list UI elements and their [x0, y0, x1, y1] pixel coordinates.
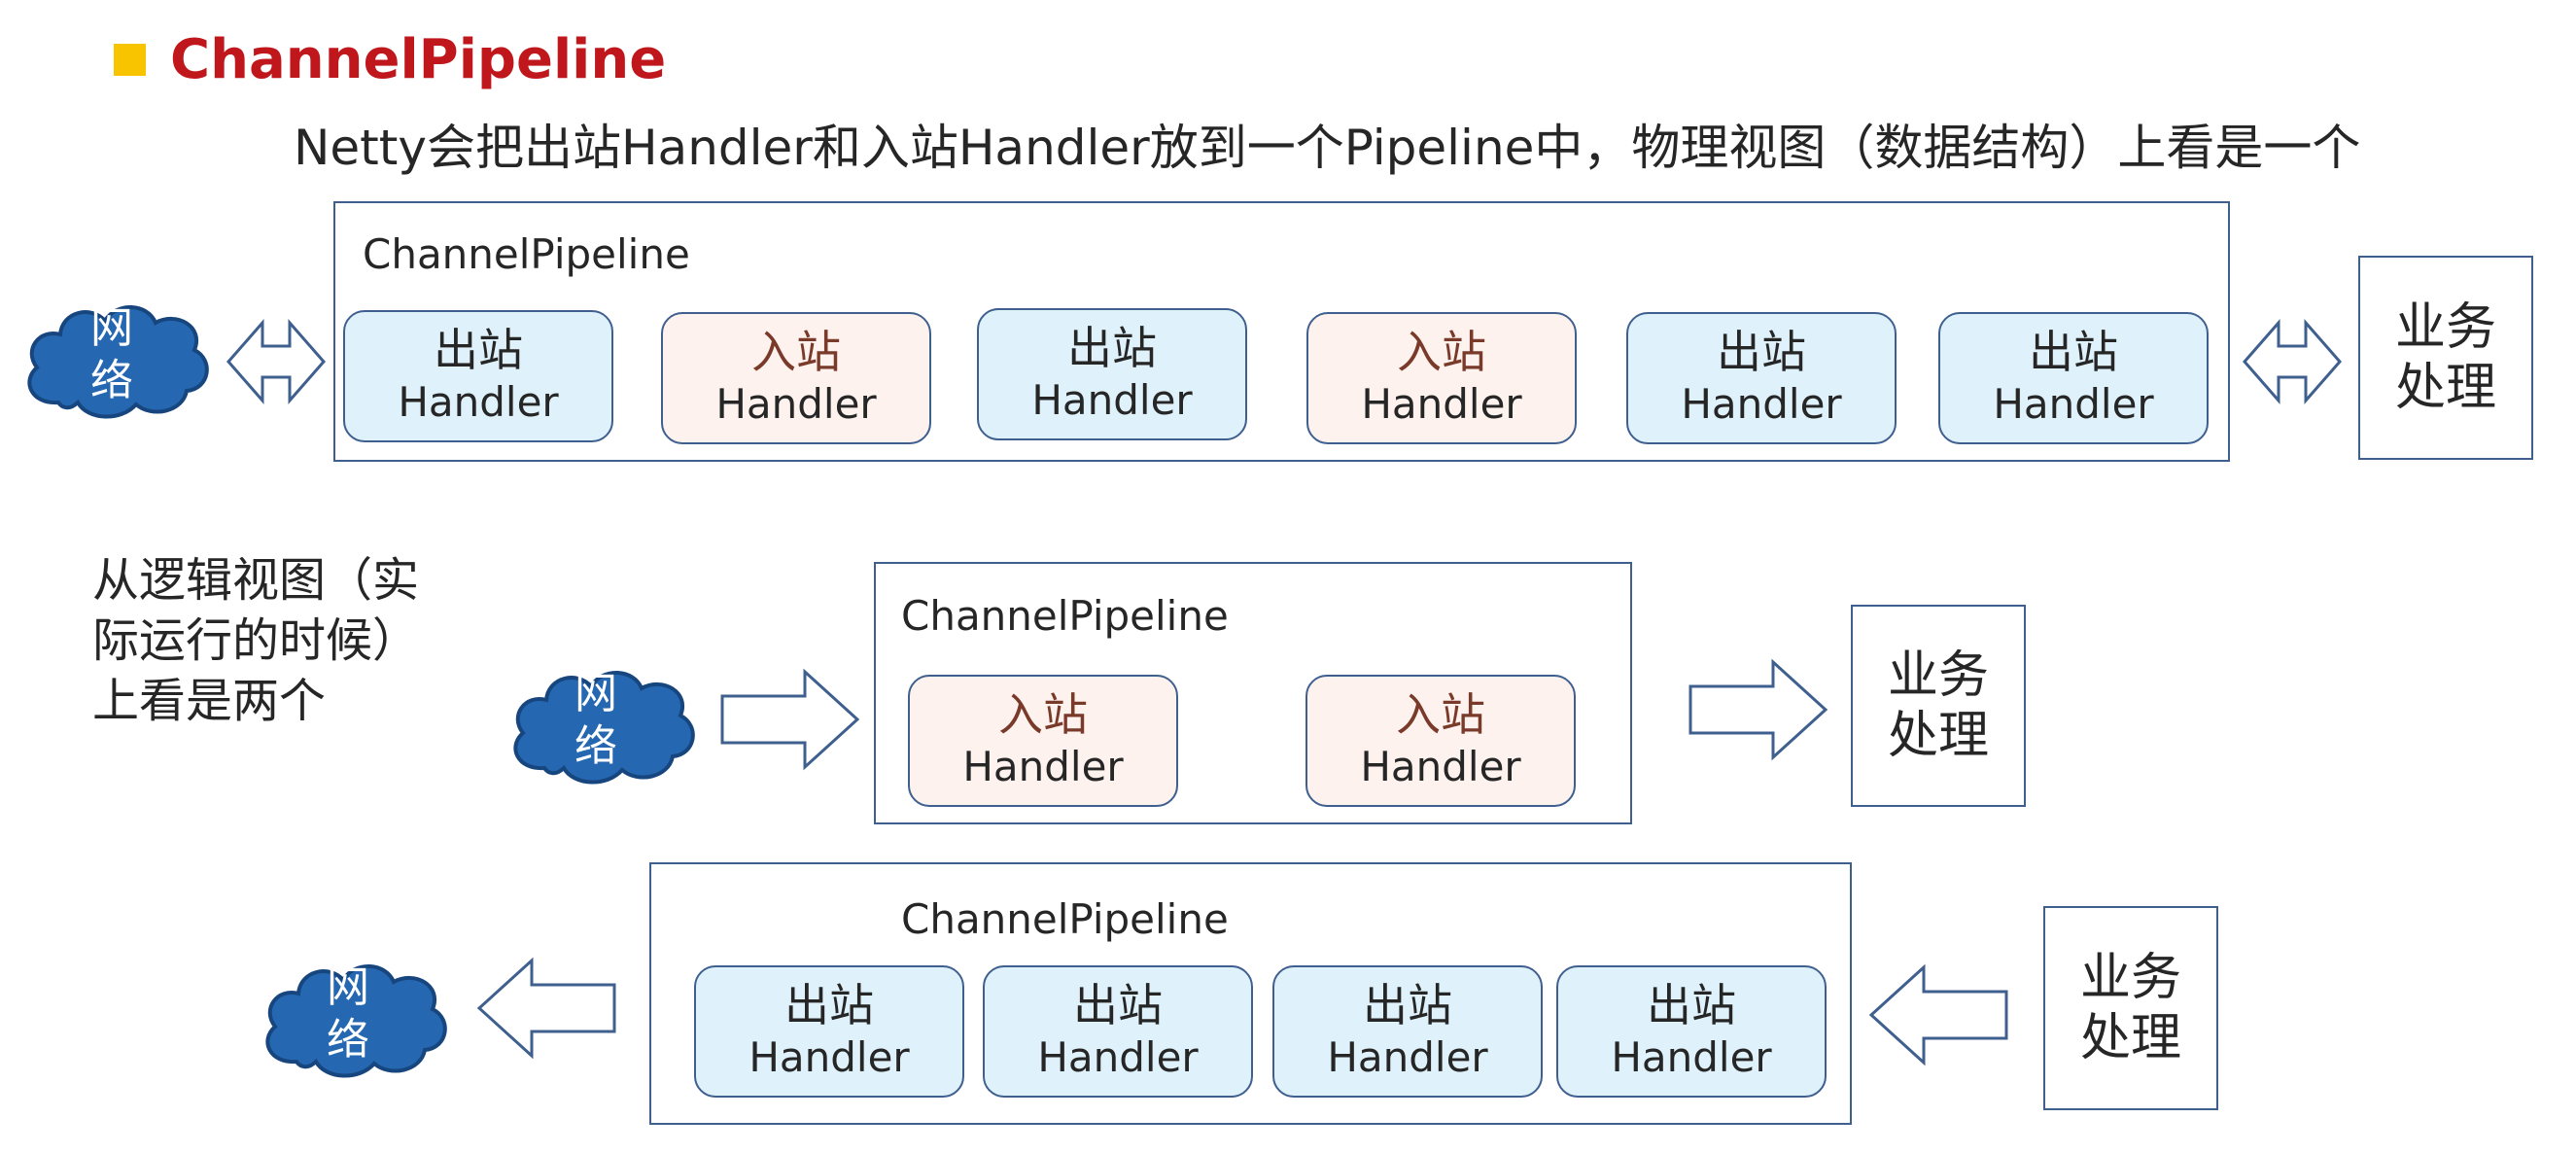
physical-handler-6: 出站 Handler	[1938, 312, 2209, 444]
handler-name-label: Handler	[962, 743, 1124, 790]
business-label-line1: 业务	[2394, 298, 2496, 357]
double-arrow-icon	[226, 319, 326, 404]
physical-handler-2: 入站 Handler	[661, 312, 931, 444]
logical-view-note-line2: 际运行的时候）	[92, 613, 420, 668]
network-label-line1: 网	[327, 962, 369, 1012]
network-label-line2: 络	[327, 1015, 369, 1065]
outbound-handler-1: 出站 Handler	[694, 965, 964, 1098]
handler-name-label: Handler	[1611, 1033, 1772, 1081]
left-arrow-icon	[476, 957, 616, 1060]
network-label: 网 络	[275, 951, 421, 1077]
network-label-line1: 网	[574, 669, 617, 718]
handler-kind-label: 入站	[751, 326, 841, 378]
network-label-line2: 络	[574, 721, 617, 771]
business-label-line1: 业务	[2079, 949, 2181, 1007]
outbound-handler-2: 出站 Handler	[983, 965, 1253, 1098]
physical-handler-4: 入站 Handler	[1306, 312, 1577, 444]
handler-kind-label: 出站	[784, 979, 874, 1031]
business-logic-box: 业务 处理	[1851, 605, 2026, 807]
network-cloud-icon	[265, 964, 447, 1078]
left-arrow-icon	[1868, 963, 2008, 1066]
handler-name-label: Handler	[1361, 380, 1522, 428]
handler-kind-label: 出站	[1073, 979, 1163, 1031]
logical-view-note-line1: 从逻辑视图（实	[92, 553, 420, 608]
inbound-handler-1: 入站 Handler	[908, 675, 1178, 807]
network-label-line1: 网	[90, 303, 133, 353]
right-arrow-icon	[1688, 658, 1828, 761]
handler-name-label: Handler	[715, 380, 877, 428]
description-text: Netty会把出站Handler和入站Handler放到一个Pipeline中，…	[294, 120, 2361, 176]
handler-name-label: Handler	[1360, 743, 1521, 790]
handler-kind-label: 入站	[1397, 326, 1486, 378]
outbound-handler-4: 出站 Handler	[1556, 965, 1827, 1098]
business-logic-box: 业务 处理	[2358, 256, 2533, 460]
network-cloud-icon	[27, 305, 209, 419]
business-label-line1: 业务	[1887, 646, 1989, 705]
handler-name-label: Handler	[1681, 380, 1842, 428]
business-label-line2: 处理	[2079, 1009, 2181, 1067]
business-label-line2: 处理	[2394, 359, 2496, 417]
handler-kind-label: 出站	[1363, 979, 1452, 1031]
handler-name-label: Handler	[1037, 1033, 1199, 1081]
handler-kind-label: 出站	[434, 324, 523, 376]
physical-pipeline-label: ChannelPipeline	[363, 230, 690, 278]
handler-kind-label: 入站	[998, 688, 1088, 741]
handler-kind-label: 出站	[1717, 326, 1806, 378]
handler-name-label: Handler	[748, 1033, 910, 1081]
logical-view-note: 从逻辑视图（实 际运行的时候） 上看是两个	[92, 550, 462, 731]
outbound-pipeline-label: ChannelPipeline	[901, 895, 1229, 943]
handler-name-label: Handler	[1031, 376, 1193, 424]
inbound-pipeline-label: ChannelPipeline	[901, 592, 1229, 640]
outbound-handler-3: 出站 Handler	[1272, 965, 1543, 1098]
network-label: 网 络	[523, 657, 669, 784]
title-bullet	[114, 44, 146, 76]
handler-kind-label: 入站	[1396, 688, 1485, 741]
handler-name-label: Handler	[1993, 380, 2154, 428]
business-logic-box: 业务 处理	[2043, 906, 2218, 1110]
physical-pipeline-box	[333, 201, 2230, 462]
network-label: 网 络	[39, 292, 185, 418]
logical-view-note-line3: 上看是两个	[92, 674, 327, 728]
handler-kind-label: 出站	[1067, 322, 1157, 374]
business-label-line2: 处理	[1887, 707, 1989, 765]
handler-name-label: Handler	[1327, 1033, 1488, 1081]
physical-handler-1: 出站 Handler	[343, 310, 613, 442]
physical-handler-5: 出站 Handler	[1626, 312, 1897, 444]
physical-handler-3: 出站 Handler	[977, 308, 1247, 440]
right-arrow-icon	[720, 668, 860, 771]
handler-name-label: Handler	[398, 378, 559, 426]
network-label-line2: 络	[90, 356, 133, 405]
inbound-handler-2: 入站 Handler	[1305, 675, 1576, 807]
handler-kind-label: 出站	[1647, 979, 1736, 1031]
double-arrow-icon	[2243, 319, 2342, 404]
page-title: ChannelPipeline	[170, 28, 667, 91]
network-cloud-icon	[513, 671, 695, 785]
handler-kind-label: 出站	[2029, 326, 2118, 378]
